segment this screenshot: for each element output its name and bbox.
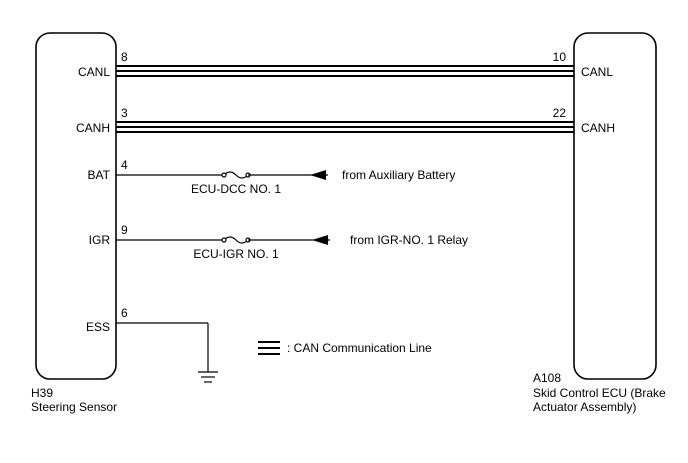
left-pin-number-canh: 3 bbox=[121, 106, 128, 120]
bat-arrow-icon bbox=[310, 170, 326, 180]
ground-icon bbox=[198, 371, 218, 383]
skid-control-ecu-box bbox=[573, 32, 657, 380]
left-ecu-name: Steering Sensor bbox=[31, 400, 117, 414]
left-pin-number-ess: 6 bbox=[121, 306, 128, 320]
right-ecu-name-line1: Skid Control ECU (Brake bbox=[533, 386, 666, 400]
fuse-source-bat: from Auxiliary Battery bbox=[342, 168, 455, 182]
left-pin-number-igr: 9 bbox=[121, 223, 128, 237]
bat-wire bbox=[116, 171, 328, 179]
right-pin-label-canh: CANH bbox=[581, 121, 615, 135]
left-pin-label-canl: CANL bbox=[78, 65, 110, 79]
canh-bus-line bbox=[116, 121, 574, 133]
left-pin-label-bat: BAT bbox=[88, 168, 111, 182]
fuse-source-igr: from IGR-NO. 1 Relay bbox=[350, 233, 468, 247]
left-pin-number-canl: 8 bbox=[121, 50, 128, 64]
fuse-label-ecu-dcc: ECU-DCC NO. 1 bbox=[191, 182, 281, 196]
ess-ground-wire bbox=[116, 322, 209, 372]
can-line-legend-icon bbox=[258, 341, 280, 355]
igr-arrow-icon bbox=[312, 235, 328, 245]
right-pin-number-canh: 22 bbox=[553, 106, 567, 120]
right-pin-number-canl: 10 bbox=[553, 50, 567, 64]
right-ecu-connector: A108 bbox=[533, 371, 561, 385]
left-pin-label-igr: IGR bbox=[89, 233, 111, 247]
left-pin-label-canh: CANH bbox=[76, 121, 110, 135]
steering-sensor-box bbox=[35, 32, 117, 380]
fuse-label-ecu-igr: ECU-IGR NO. 1 bbox=[193, 247, 279, 261]
right-ecu-name-line2: Actuator Assembly) bbox=[533, 400, 636, 414]
left-pin-label-ess: ESS bbox=[86, 320, 110, 334]
left-pin-number-bat: 4 bbox=[121, 158, 128, 172]
left-ecu-connector: H39 bbox=[31, 386, 53, 400]
igr-wire bbox=[116, 236, 330, 244]
right-pin-label-canl: CANL bbox=[581, 65, 613, 79]
canl-bus-line bbox=[116, 65, 574, 77]
legend-label: : CAN Communication Line bbox=[287, 341, 432, 355]
